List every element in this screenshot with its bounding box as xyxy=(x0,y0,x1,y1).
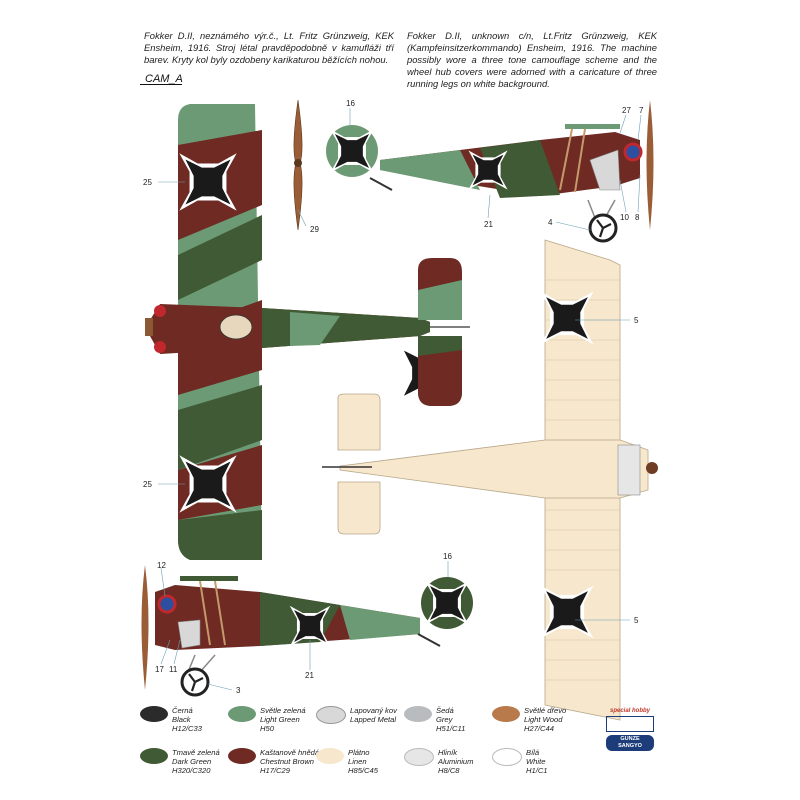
caption-english: Fokker D.II, unknown c/n, Lt.Fritz Grünz… xyxy=(407,30,657,89)
strut-lower-2 xyxy=(214,580,226,646)
swatch-black xyxy=(140,706,168,722)
strut-2 xyxy=(574,128,586,193)
swatch-chestnut-brown xyxy=(228,748,256,764)
bottom-view xyxy=(322,239,658,721)
cockpit-opening xyxy=(219,314,253,340)
gunze-sangyo-logo: GUNZE SANGYO xyxy=(606,735,654,751)
top-view-tailplane xyxy=(418,258,462,406)
fuselage-bottom-linen xyxy=(339,439,649,499)
callout-21-lower: 21 xyxy=(305,671,314,680)
upper-wing-side xyxy=(565,124,620,129)
wing-camo-green-2 xyxy=(178,385,262,470)
callout-5-lower: 5 xyxy=(634,616,639,625)
swatch-linen xyxy=(316,748,344,764)
callout-17: 17 xyxy=(155,665,164,674)
propeller-detail xyxy=(293,99,303,231)
swatch-lapped-metal xyxy=(316,706,346,724)
callout-27: 27 xyxy=(622,106,631,115)
swatch-light-wood xyxy=(492,706,520,722)
engine-cowling-side xyxy=(589,149,621,191)
nose-roundel-lower xyxy=(157,594,177,614)
brand-logos: special hobby GUNZE SANGYO xyxy=(606,708,654,751)
wing-camo-green-3 xyxy=(178,510,262,560)
upper-side-view xyxy=(326,100,654,243)
camouflage-label: CAM_A xyxy=(145,73,183,85)
callout-4: 4 xyxy=(548,218,553,227)
tailplane-upper-green xyxy=(418,280,462,320)
callout-5-upper: 5 xyxy=(634,316,639,325)
callout-3: 3 xyxy=(236,686,241,695)
swatch-dark-green xyxy=(140,748,168,764)
callout-leaders xyxy=(158,108,642,691)
engine-cowl-upper-red xyxy=(154,305,166,317)
wheel-legs-caricature-lower xyxy=(188,673,204,692)
caption-czech: Fokker D.II, neznámého výr.č., Lt. Fritz… xyxy=(144,30,394,65)
tailplane-bottom-lower xyxy=(337,481,381,535)
propeller-top-view xyxy=(145,318,153,336)
wheel-legs-caricature-upper xyxy=(596,219,612,238)
fuselage-side-camo-light xyxy=(380,150,480,190)
tail-skid-side-lower xyxy=(417,633,441,647)
propeller-side-upper xyxy=(646,100,654,230)
fuselage-camo-light xyxy=(290,312,340,346)
callout-10: 10 xyxy=(620,213,629,222)
special-hobby-logo: special hobby xyxy=(609,708,650,714)
callout-12: 12 xyxy=(157,561,166,570)
upper-wing-side-lower xyxy=(180,576,238,581)
undercarriage-lower-2 xyxy=(199,654,216,673)
engine-cowling-lower xyxy=(177,619,201,649)
undercarriage-leg-1 xyxy=(587,199,596,219)
callout-29: 29 xyxy=(310,225,319,234)
callout-11: 11 xyxy=(169,665,178,674)
tailplane-lower-brown xyxy=(418,350,462,406)
callout-16-upper: 16 xyxy=(346,99,355,108)
callout-25-upper: 25 xyxy=(143,178,152,187)
tail-skid-side-upper xyxy=(369,177,393,191)
camouflage-underline xyxy=(140,84,182,85)
engine-cowl-lower-red xyxy=(154,341,166,353)
engine-bottom xyxy=(617,444,641,496)
nose-roundel-upper xyxy=(623,142,643,162)
callout-8: 8 xyxy=(635,213,640,222)
strut-lower-1 xyxy=(199,580,211,646)
fuselage-side-lower-light xyxy=(340,605,420,640)
callout-25-lower: 25 xyxy=(143,480,152,489)
top-view xyxy=(145,104,470,560)
brand-box-logo xyxy=(606,716,654,732)
callout-16-lower: 16 xyxy=(443,552,452,561)
propeller-hub xyxy=(294,159,302,167)
top-view-fuselage xyxy=(145,304,470,354)
top-view-wing xyxy=(178,104,456,560)
callout-21-upper: 21 xyxy=(484,220,493,229)
callout-7: 7 xyxy=(639,106,644,115)
swatch-white xyxy=(492,748,522,766)
strut-1 xyxy=(559,128,573,191)
callout-numbers: 16 27 7 25 29 21 4 10 8 5 25 16 12 5 21 … xyxy=(143,99,644,695)
tailplane-bottom-upper xyxy=(337,393,381,451)
propeller-hub-bottom xyxy=(646,462,658,474)
propeller-side-lower xyxy=(141,565,149,690)
wing-camo-green-1 xyxy=(178,215,262,300)
fuselage-green xyxy=(262,308,430,348)
lower-side-view xyxy=(141,565,473,697)
swatch-aluminium xyxy=(404,748,434,766)
swatch-light-green xyxy=(228,706,256,722)
swatch-grey xyxy=(404,706,432,722)
